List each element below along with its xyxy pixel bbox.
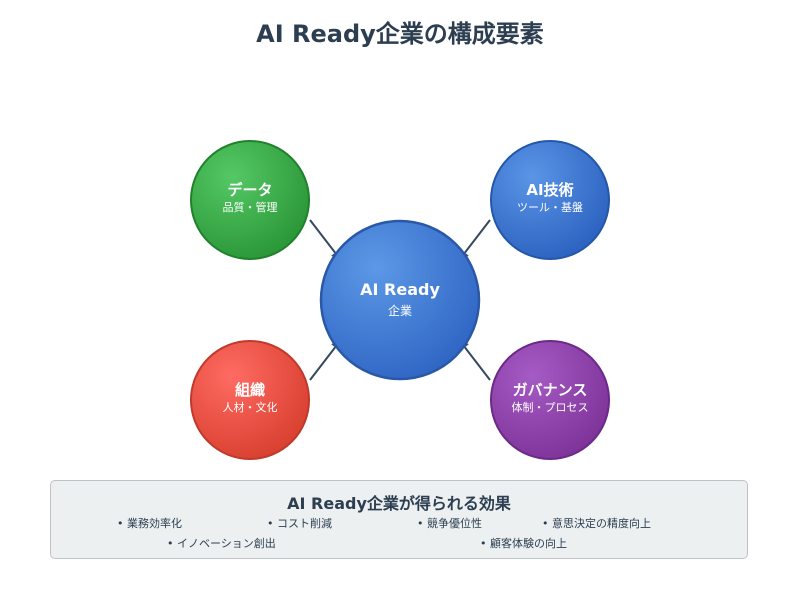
benefit-item: • 競争優位性 — [417, 517, 482, 530]
node-ai-tech: AI技術 ツール・基盤 — [490, 140, 610, 260]
benefits-panel: AI Ready企業が得られる効果 • 業務効率化 • コスト削減 • 競争優位… — [50, 480, 748, 559]
node-center-title: AI Ready — [360, 280, 440, 299]
node-governance: ガバナンス 体制・プロセス — [490, 340, 610, 460]
node-organization-subtitle: 人材・文化 — [223, 400, 278, 414]
benefit-item: • 顧客体験の向上 — [480, 537, 567, 550]
benefit-item: • 業務効率化 — [117, 517, 182, 530]
benefit-item: • イノベーション創出 — [167, 537, 276, 550]
node-data-subtitle: 品質・管理 — [223, 200, 278, 214]
node-organization-title: 組織 — [235, 381, 265, 399]
arrow-governance-to-center — [458, 339, 491, 381]
node-data: データ 品質・管理 — [190, 140, 310, 260]
arrow-ai-tech-to-center — [458, 219, 491, 261]
arrow-organization-to-center — [309, 339, 342, 381]
node-governance-circle — [490, 340, 610, 460]
node-organization-circle — [190, 340, 310, 460]
arrow-data-to-center — [309, 219, 342, 261]
benefits-title: AI Ready企業が得られる効果 — [287, 494, 511, 513]
benefit-item: • コスト削減 — [267, 517, 332, 530]
node-ai-tech-subtitle: ツール・基盤 — [517, 201, 583, 214]
node-ai-tech-circle — [490, 140, 610, 260]
node-ai-tech-title: AI技術 — [526, 181, 573, 199]
node-data-title: データ — [227, 181, 272, 199]
benefit-item: • 意思決定の精度向上 — [542, 517, 651, 530]
node-center-subtitle: 企業 — [388, 303, 412, 318]
node-center-circle — [319, 219, 481, 381]
diagram-canvas: データ 品質・管理 AI技術 ツール・基盤 AI Ready 企業 組織 人材・… — [190, 140, 610, 460]
node-center: AI Ready 企業 — [319, 219, 481, 381]
node-governance-title: ガバナンス — [513, 381, 588, 399]
node-data-circle — [190, 140, 310, 260]
node-governance-subtitle: 体制・プロセス — [512, 400, 589, 414]
node-organization: 組織 人材・文化 — [190, 340, 310, 460]
page-title: AI Ready企業の構成要素 — [256, 20, 544, 48]
